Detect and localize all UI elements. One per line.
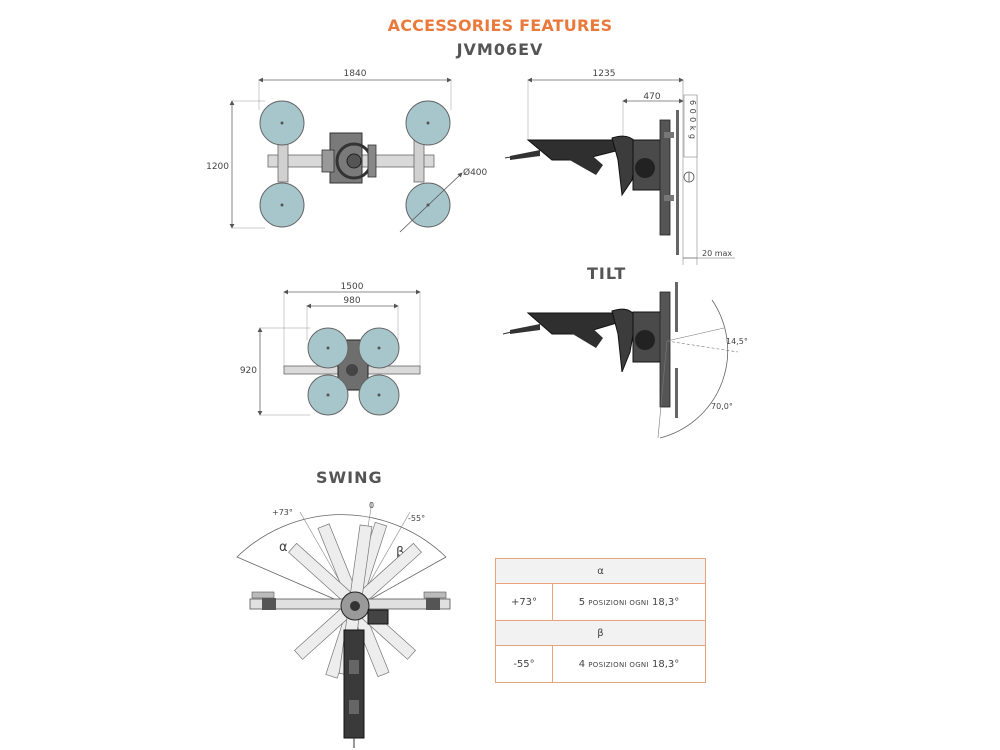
table-header-alpha: α: [495, 558, 706, 584]
dim-height-1200: 1200: [206, 162, 229, 172]
table-row: -55° 4 POSIZIONI OGNI 18,3°: [495, 645, 706, 683]
swing-angle-zero: 0: [369, 501, 374, 510]
tilt-view: 14,5° 70,0°: [502, 282, 748, 439]
positions-text: POSIZIONI OGNI: [588, 598, 649, 607]
table-row: +73° 5 POSIZIONI OGNI 18,3°: [495, 583, 706, 621]
dim-width-1840: 1840: [344, 69, 367, 79]
boom-arm: [502, 308, 637, 373]
capacity-label: 600kg: [688, 100, 697, 142]
side-view: 1235 470 600kg 20 max: [504, 69, 735, 265]
tilt-angle-down: 70,0°: [711, 402, 733, 411]
model-name: JVM06EV: [456, 40, 544, 59]
page-title: ACCESSORIES FEATURES: [387, 16, 613, 35]
top-view: 1840 1200 Ø400: [206, 69, 488, 233]
positions-count: 4: [578, 658, 586, 670]
frame-right-arm: [413, 139, 425, 183]
table-cell-angle: -55°: [495, 645, 553, 683]
dim-height-920: 920: [240, 366, 257, 376]
dim-outer-1500: 1500: [341, 282, 364, 292]
swing-view: +73° 0 -55° α β: [236, 501, 451, 748]
compact-view: 1500 980 920: [240, 282, 421, 416]
positions-step: 18,3°: [652, 596, 680, 608]
swing-alpha-symbol: α: [279, 540, 288, 555]
dim-reach-1235: 1235: [593, 69, 616, 79]
table-cell-positions: 5 POSIZIONI OGNI 18,3°: [552, 583, 706, 621]
table-header-row: α: [495, 558, 706, 584]
table-header-row: β: [495, 620, 706, 646]
dim-inner-980: 980: [343, 296, 360, 306]
tilt-heading: TILT: [587, 264, 627, 283]
positions-step: 18,3°: [652, 658, 680, 670]
dim-clearance: 20 max: [702, 249, 732, 258]
positions-count: 5: [578, 596, 586, 608]
table-cell-angle: +73°: [495, 583, 553, 621]
dim-cup-diameter: Ø400: [463, 167, 488, 178]
frame-left-arm: [277, 139, 289, 183]
swing-heading: SWING: [316, 468, 383, 487]
vacuum-head: [632, 110, 679, 255]
swing-beta-symbol: β: [396, 545, 404, 560]
swing-angle-beta: -55°: [408, 514, 425, 523]
boom-arm: [504, 135, 639, 197]
machine-body: [321, 132, 377, 184]
table-header-beta: β: [495, 620, 706, 646]
dim-offset-470: 470: [643, 92, 660, 102]
rotation-table: α +73° 5 POSIZIONI OGNI 18,3° β -55° 4 P…: [495, 558, 706, 683]
positions-text: POSIZIONI OGNI: [588, 660, 649, 669]
swing-angle-alpha: +73°: [272, 508, 293, 517]
table-cell-positions: 4 POSIZIONI OGNI 18,3°: [552, 645, 706, 683]
tilt-angle-up: 14,5°: [726, 337, 748, 346]
swing-column: [343, 629, 365, 739]
